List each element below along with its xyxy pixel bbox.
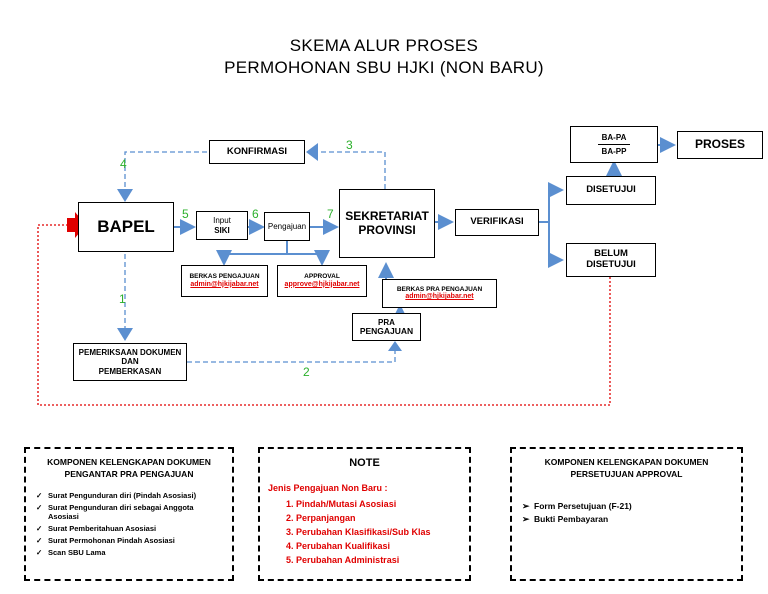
pemeriksaan-box: PEMERIKSAAN DOKUMEN DAN PEMBERKASAN	[73, 343, 187, 381]
red-return-loop	[37, 224, 611, 406]
disetujui-label: DISETUJUI	[586, 184, 636, 196]
pengajuan-box: Pengajuan	[264, 212, 310, 241]
left-panel-title2: PENGANTAR PRA PENGAJUAN	[64, 469, 194, 479]
list-item: 2. Perpanjangan	[286, 513, 356, 523]
list-item: Surat Permohonan Pindah Asosiasi	[34, 536, 224, 545]
konfirmasi-box: KONFIRMASI	[209, 140, 305, 164]
verifikasi-box: VERIFIKASI	[455, 209, 539, 236]
pra-pengajuan-box: PRA PENGAJUAN	[352, 313, 421, 341]
pengantar-pra-pengajuan-panel: KOMPONEN KELENGKAPAN DOKUMEN PENGANTAR P…	[24, 447, 234, 581]
belum-line1: BELUM	[594, 248, 628, 260]
list-item: Surat Pemberitahuan Asosiasi	[34, 524, 224, 533]
proses-label: PROSES	[694, 137, 745, 152]
belum-disetujui-box: BELUM DISETUJUI	[566, 243, 656, 277]
ba-pa-pp-box: BA-PA BA-PP	[570, 126, 658, 163]
proses-box: PROSES	[677, 131, 763, 159]
step-number-5: 5	[182, 207, 189, 221]
note-list: 1. Pindah/Mutasi Asosiasi 2. Perpanjanga…	[268, 499, 461, 565]
approval-box: APPROVAL approve@hjkijabar.net	[277, 265, 367, 297]
berkas-pra-pengajuan-box: BERKAS PRA PENGAJUAN admin@hjkijabar.net	[382, 279, 497, 308]
list-item: Surat Pengunduran diri (Pindah Asosiasi)	[34, 491, 224, 500]
berkas-pengajuan-box: BERKAS PENGAJUAN admin@hjkijabar.net	[181, 265, 268, 297]
sekretariat-provinsi-box: SEKRETARIAT PROVINSI	[339, 189, 435, 258]
berkas-pengajuan-label: BERKAS PENGAJUAN	[189, 273, 260, 281]
input-siki-line2: SIKI	[214, 225, 230, 235]
list-item: Form Persetujuan (F-21)	[520, 501, 733, 512]
approval-email: approve@hjkijabar.net	[284, 280, 360, 288]
right-panel-title1: KOMPONEN KELENGKAPAN DOKUMEN	[544, 457, 709, 467]
list-item: 4. Perubahan Kualifikasi	[286, 541, 391, 551]
sekretariat-line2: PROVINSI	[358, 222, 416, 237]
pra-line2: PENGAJUAN	[359, 325, 414, 336]
left-panel-title1: KOMPONEN KELENGKAPAN DOKUMEN	[47, 457, 211, 467]
step-number-1: 1	[119, 292, 126, 306]
berkas-pra-email: admin@hjkijabar.net	[405, 293, 474, 301]
input-siki-line1: Input	[213, 216, 231, 226]
note-title: NOTE	[349, 457, 380, 469]
konfirmasi-label: KONFIRMASI	[226, 145, 288, 157]
bapel-box: BAPEL	[78, 202, 174, 252]
note-panel: NOTE Jenis Pengajuan Non Baru : 1. Pinda…	[258, 447, 471, 581]
list-item: Surat Pengunduran diri sebagai Anggota A…	[34, 503, 224, 521]
pemeriksaan-line1: PEMERIKSAAN DOKUMEN	[78, 348, 182, 358]
approval-label: APPROVAL	[304, 273, 340, 281]
list-item: Bukti Pembayaran	[520, 514, 733, 525]
step-number-7: 7	[327, 207, 334, 221]
list-item: 5. Perubahan Administrasi	[286, 555, 400, 565]
pemeriksaan-line3: PEMBERKASAN	[98, 366, 162, 376]
pra-line1: PRA	[378, 317, 395, 327]
bapel-label: BAPEL	[97, 217, 155, 237]
belum-line2: DISETUJUI	[586, 259, 636, 270]
step-number-3: 3	[346, 138, 353, 152]
berkas-pra-label: BERKAS PRA PENGAJUAN	[396, 285, 483, 293]
red-entry-arrow	[67, 212, 86, 238]
note-heading: Jenis Pengajuan Non Baru :	[268, 483, 388, 493]
verifikasi-label: VERIFIKASI	[470, 216, 524, 228]
list-item: 1. Pindah/Mutasi Asosiasi	[286, 499, 397, 509]
list-item: Scan SBU Lama	[34, 548, 224, 557]
diagram-title-line2: PERMOHONAN SBU HJKI (NON BARU)	[224, 58, 544, 77]
step-number-2: 2	[303, 365, 310, 379]
list-item: 3. Perubahan Klasifikasi/Sub Klas	[286, 527, 431, 537]
persetujuan-approval-panel: KOMPONEN KELENGKAPAN DOKUMEN PERSETUJUAN…	[510, 447, 743, 581]
step-number-4: 4	[120, 157, 127, 171]
left-panel-list: Surat Pengunduran diri (Pindah Asosiasi)…	[34, 491, 224, 557]
right-panel-title2: PERSETUJUAN APPROVAL	[570, 469, 683, 479]
sekretariat-line1: SEKRETARIAT	[345, 208, 429, 223]
input-siki-box: Input SIKI	[196, 211, 248, 240]
ba-pa-label: BA-PA	[597, 133, 631, 145]
step-number-6: 6	[252, 207, 259, 221]
ba-pp-label: BA-PP	[601, 147, 627, 156]
pemeriksaan-line2: DAN	[121, 357, 139, 367]
disetujui-box: DISETUJUI	[566, 176, 656, 205]
berkas-pengajuan-email: admin@hjkijabar.net	[190, 280, 259, 288]
pengajuan-label: Pengajuan	[267, 221, 307, 231]
right-panel-list: Form Persetujuan (F-21) Bukti Pembayaran	[520, 501, 733, 525]
diagram-title-line1: SKEMA ALUR PROSES	[289, 36, 479, 55]
